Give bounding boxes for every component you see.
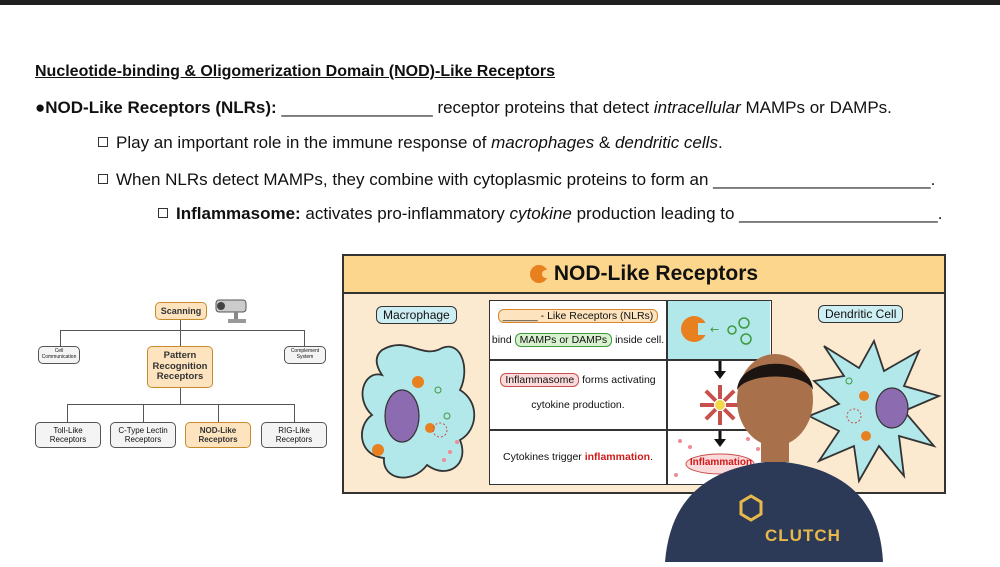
- svg-text:←: ←: [710, 323, 719, 336]
- top-bar: [0, 0, 1000, 5]
- sub-italic: cytokine: [509, 204, 572, 223]
- sub-bold: Inflammasome:: [176, 204, 301, 223]
- inflammation-badge: Inflammation: [689, 457, 753, 468]
- node-prr: Pattern Recognition Receptors: [147, 346, 213, 388]
- node-nod-like: NOD-Like Receptors: [185, 422, 251, 448]
- bullet-italic: intracellular: [653, 98, 741, 117]
- row2-line2: cytokine production.: [531, 399, 625, 411]
- row3-before: Cytokines trigger: [503, 451, 585, 463]
- sub-end: .: [937, 204, 943, 223]
- sub-bullet-detect: When NLRs detect MAMPs, they combine wit…: [98, 170, 935, 190]
- row1-tag: MAMPs or DAMPs: [514, 333, 613, 347]
- sub-text: When NLRs detect MAMPs, they combine wit…: [116, 170, 714, 189]
- node-cell-communication: Cell Communication: [38, 346, 80, 364]
- sub-bullet-role: Play an important role in the immune res…: [98, 133, 723, 153]
- fill-blank: _______________________: [713, 170, 931, 189]
- checkbox-square-icon: [98, 137, 108, 147]
- camera-icon: [215, 299, 247, 323]
- row1-text: - Like Receptors (NLRs): [537, 310, 654, 322]
- node-complement-system: Complement System: [284, 346, 326, 364]
- sub-amp: &: [594, 133, 615, 152]
- row2-after: forms activating: [579, 374, 656, 386]
- bullet-nlr-definition: ●NOD-Like Receptors (NLRs): ____________…: [35, 98, 892, 118]
- sub-bullet-inflammasome: Inflammasome: activates pro-inflammatory…: [158, 204, 942, 224]
- receptor-binding-icon: ←: [681, 316, 752, 345]
- bullet-marker: ●: [35, 98, 46, 117]
- row2-line1: Inflammasome forms activating: [490, 373, 666, 387]
- inflammasome-icon: [700, 361, 740, 425]
- node-scanning: Scanning: [155, 302, 207, 320]
- bullet-label: NOD-Like Receptors (NLRs):: [45, 98, 277, 117]
- row2-tag: Inflammasome: [500, 373, 580, 387]
- bullet-text-end: MAMPs or DAMPs.: [740, 98, 892, 117]
- presenter-video: CLUTCH: [655, 350, 885, 562]
- row3-red: inflammation: [584, 451, 651, 463]
- sub-italic: dendritic cells: [614, 133, 718, 152]
- presenter-figure: [665, 354, 883, 562]
- shirt-logo-text: CLUTCH: [765, 526, 841, 545]
- row1-blank: ______: [502, 310, 538, 322]
- sub-text: activates pro-inflammatory: [300, 204, 510, 223]
- bullet-text: receptor proteins that detect: [432, 98, 654, 117]
- sub-italic: macrophages: [491, 133, 595, 152]
- nlr-steps-table: ______ - Like Receptors (NLRs) bind MAMP…: [489, 300, 772, 485]
- figure-header: NOD-Like Receptors: [344, 256, 944, 294]
- sub-end: .: [930, 170, 936, 189]
- page-title: Nucleotide-binding & Oligomerization Dom…: [35, 63, 556, 80]
- macrophage-cell-icon: [361, 344, 476, 479]
- dendritic-cell-icon: [806, 338, 942, 484]
- row3-text: Cytokines trigger inflammation.: [490, 451, 666, 463]
- node-toll-like: Toll-Like Receptors: [35, 422, 101, 448]
- checkbox-square-icon: [158, 208, 168, 218]
- sub-text: production leading to: [571, 204, 740, 223]
- fill-blank: _____________________: [739, 204, 938, 223]
- row3-end: .: [650, 451, 653, 463]
- macrophage-label: Macrophage: [376, 306, 457, 324]
- sub-end: .: [717, 133, 723, 152]
- row1-after: inside cell.: [612, 334, 665, 346]
- receptor-c-icon: [529, 265, 551, 283]
- row1-before: bind: [491, 334, 515, 346]
- node-c-type-lectin: C-Type Lectin Receptors: [110, 422, 176, 448]
- nlr-figure: NOD-Like Receptors Macrophage Dendritic …: [342, 254, 946, 494]
- checkbox-square-icon: [98, 174, 108, 184]
- row1-line2: bind MAMPs or DAMPs inside cell.: [490, 333, 666, 347]
- fill-blank: ________________: [281, 98, 433, 117]
- dendritic-cell-label: Dendritic Cell: [818, 305, 904, 323]
- node-rig-like: RIG-Like Receptors: [261, 422, 327, 448]
- row1-line1: ______ - Like Receptors (NLRs): [490, 309, 666, 323]
- figure-title: NOD-Like Receptors: [553, 262, 759, 285]
- sub-text: Play an important role in the immune res…: [116, 133, 492, 152]
